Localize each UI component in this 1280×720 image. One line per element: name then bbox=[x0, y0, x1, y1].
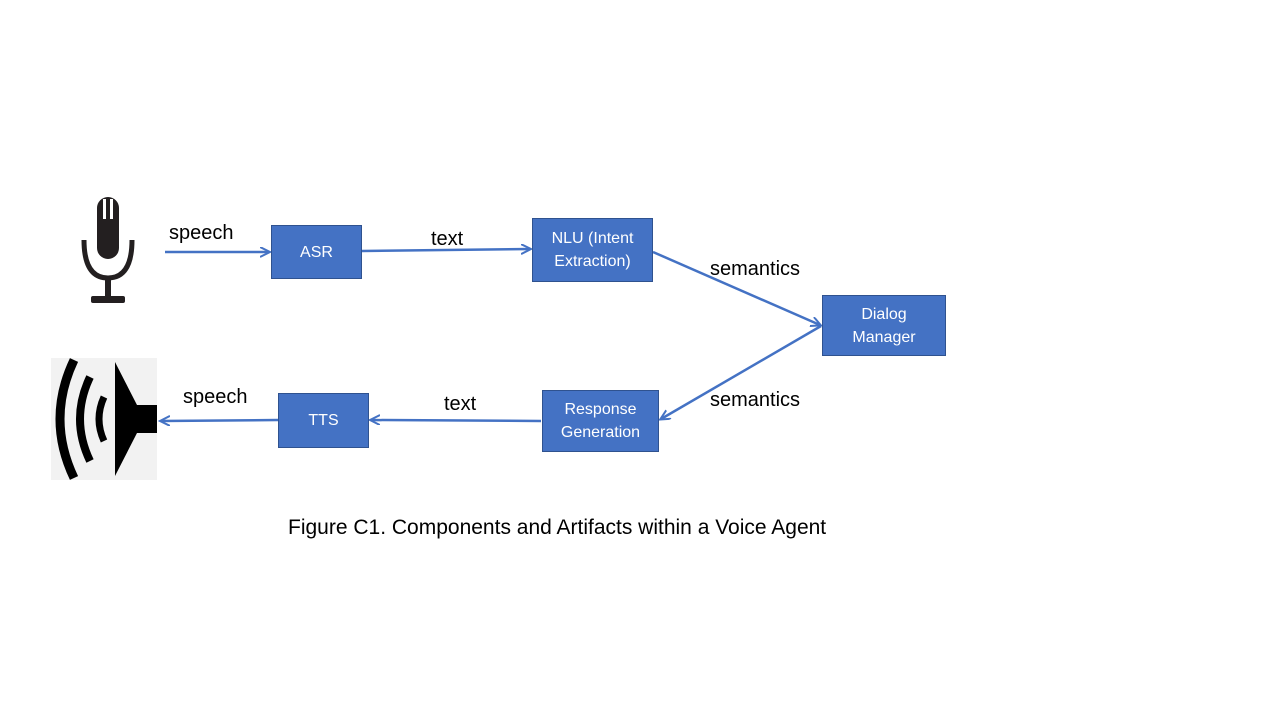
edge-label-speech-in: speech bbox=[169, 222, 234, 244]
asr-box: ASR bbox=[271, 225, 362, 279]
arrow-nlu-to-dialog bbox=[652, 250, 820, 325]
arrow-tts-to-speaker bbox=[161, 420, 279, 421]
edge-label-speech-out: speech bbox=[183, 386, 248, 408]
arrow-asr-to-nlu bbox=[361, 249, 530, 251]
edge-label-semantics-to-dialog: semantics bbox=[710, 258, 801, 280]
edge-label-text-asr-nlu: text bbox=[431, 228, 464, 250]
edge-label-text-response-tts: text bbox=[444, 393, 477, 415]
nlu-box: NLU (Intent Extraction) bbox=[532, 218, 653, 282]
tts-box: TTS bbox=[278, 393, 369, 448]
arrow-response-to-tts bbox=[371, 420, 542, 421]
microphone-icon bbox=[81, 197, 135, 303]
speaker-icon bbox=[51, 358, 157, 480]
edge-label-semantics-from-dialog: semantics bbox=[710, 389, 801, 411]
dialog-manager-box: Dialog Manager bbox=[822, 295, 946, 356]
arrow-dialog-to-response bbox=[661, 324, 822, 419]
response-generation-box: Response Generation bbox=[542, 390, 659, 452]
figure-caption: Figure C1. Components and Artifacts with… bbox=[288, 516, 827, 539]
